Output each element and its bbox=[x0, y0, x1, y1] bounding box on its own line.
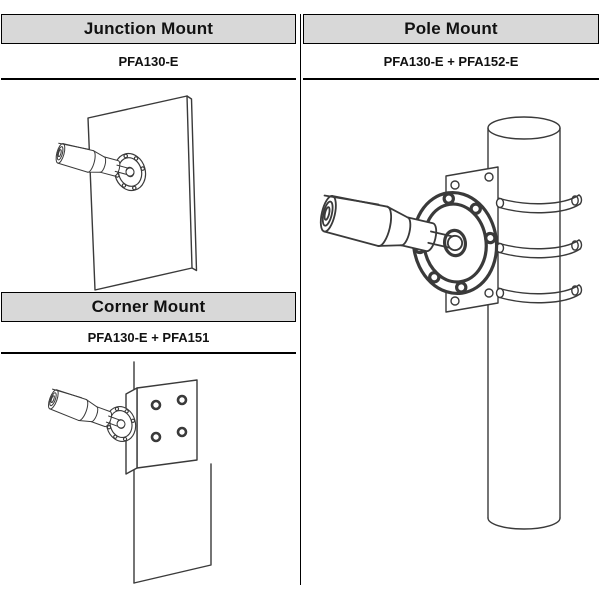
strap-fastener bbox=[495, 197, 505, 209]
corner-mount-header: Corner Mount bbox=[1, 292, 296, 322]
pole-mount-header: Pole Mount bbox=[303, 14, 599, 44]
plate-hole bbox=[484, 288, 494, 298]
pole-mount-model-row: PFA130-E + PFA152-E bbox=[303, 45, 599, 80]
pole-sides bbox=[487, 127, 561, 519]
wall-face bbox=[133, 463, 212, 584]
bracket-hole bbox=[176, 426, 188, 438]
junction-mount-header: Junction Mount bbox=[1, 14, 296, 44]
corner-mount-model-text: PFA130-E + PFA151 bbox=[87, 329, 210, 345]
bracket-hole bbox=[176, 394, 188, 406]
corner-mount-model-row: PFA130-E + PFA151 bbox=[1, 322, 296, 354]
pole-strap bbox=[497, 284, 583, 304]
junction-mount-title: Junction Mount bbox=[83, 19, 214, 38]
bracket-hole bbox=[150, 431, 162, 443]
corner-mount-illustration bbox=[44, 361, 212, 584]
plate-hole bbox=[450, 296, 460, 306]
bracket-hole bbox=[150, 399, 162, 411]
pole-mount-title: Pole Mount bbox=[404, 19, 498, 38]
corner-bracket-front bbox=[136, 379, 198, 469]
corner-mount-title: Corner Mount bbox=[91, 297, 206, 316]
wall-panel-edge bbox=[186, 95, 198, 272]
pole-bottom bbox=[487, 517, 561, 530]
pole-strap bbox=[497, 194, 583, 214]
junction-mount-model-text: PFA130-E bbox=[118, 54, 179, 69]
column-divider bbox=[300, 14, 301, 585]
pole-top bbox=[487, 116, 561, 140]
plate-hole bbox=[450, 180, 460, 190]
pole-mount-model-text: PFA130-E + PFA152-E bbox=[383, 54, 519, 69]
plate-hole bbox=[484, 172, 494, 182]
strap-fastener bbox=[495, 287, 505, 299]
pole-strap bbox=[497, 239, 583, 259]
pole-mount-illustration bbox=[315, 116, 583, 530]
junction-mount-illustration bbox=[52, 95, 198, 291]
junction-mount-model-row: PFA130-E bbox=[1, 45, 296, 80]
wall-panel bbox=[87, 95, 193, 291]
